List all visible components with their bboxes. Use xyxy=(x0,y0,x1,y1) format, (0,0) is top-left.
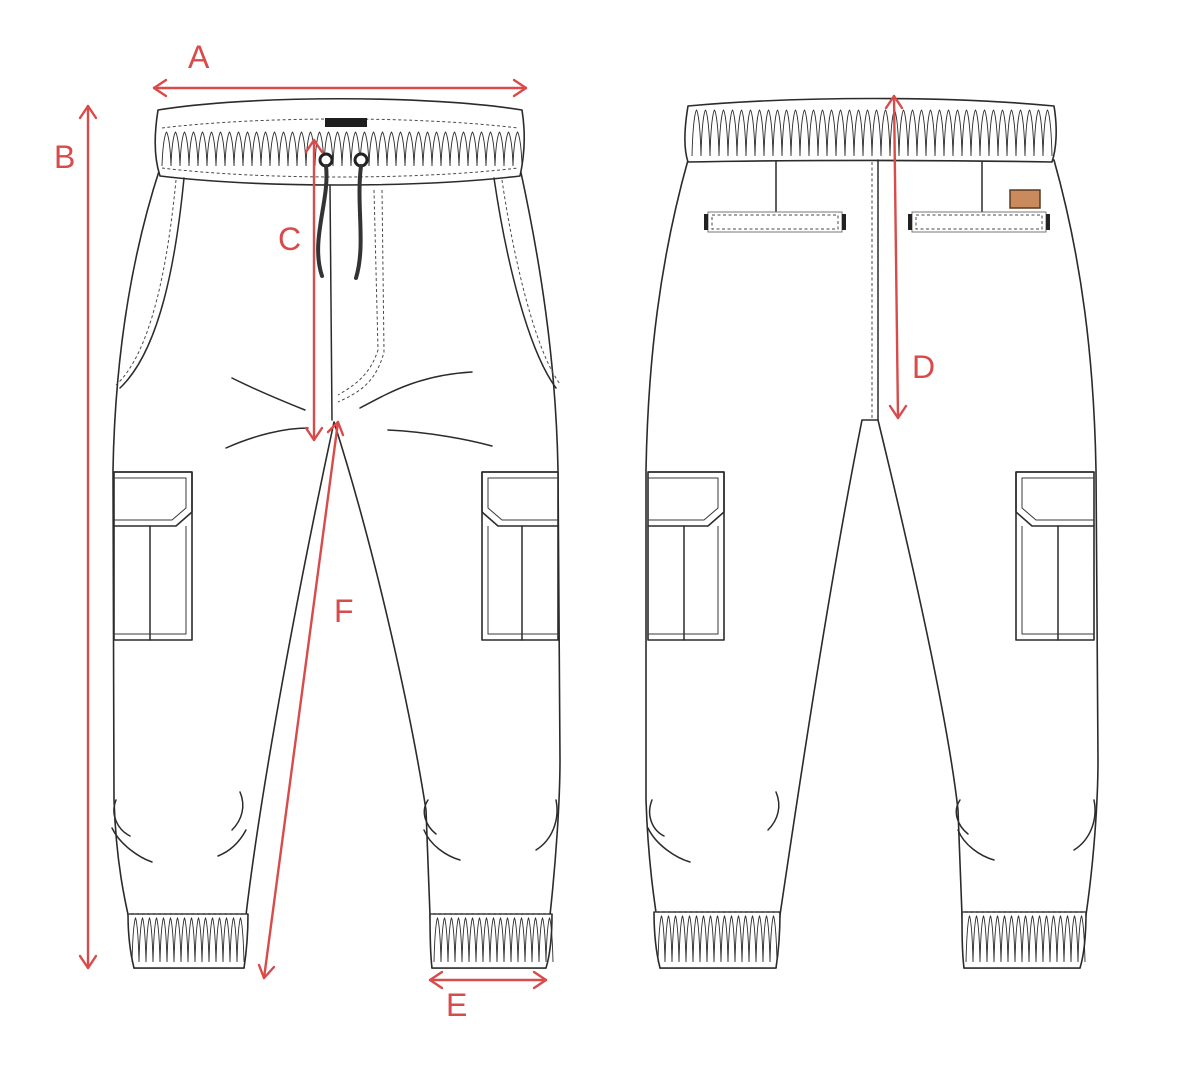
back-right-cargo-pocket xyxy=(1015,471,1095,641)
dimension-label-f: F xyxy=(334,593,354,629)
dimension-b: B xyxy=(54,104,98,970)
front-right-pocket xyxy=(493,177,557,389)
dimension-label-d: D xyxy=(912,349,935,385)
front-waistband-gathers xyxy=(161,131,523,167)
dimension-d: D xyxy=(884,94,935,420)
back-left-welt-pocket xyxy=(704,211,846,233)
dimension-label-b: B xyxy=(54,139,75,175)
drawstring-cord-right xyxy=(354,164,363,280)
back-view xyxy=(645,97,1099,969)
front-fly xyxy=(329,185,333,421)
back-legs-outline xyxy=(645,159,1099,969)
front-right-cuff-gathers xyxy=(433,917,554,963)
dimension-label-a: A xyxy=(188,39,210,75)
front-right-cargo-pocket xyxy=(481,471,559,641)
drawstring-cord-left xyxy=(316,164,329,278)
back-right-welt-pocket xyxy=(908,211,1050,233)
dimension-c: C xyxy=(278,138,324,442)
back-right-cuff-gathers xyxy=(965,915,1086,963)
dimension-a: A xyxy=(152,39,528,98)
front-left-pocket xyxy=(119,177,185,389)
dimension-label-e: E xyxy=(446,987,467,1023)
dimension-label-c: C xyxy=(278,221,301,257)
brand-label-patch xyxy=(1009,189,1041,209)
brand-tag xyxy=(325,118,367,127)
dimension-f: F xyxy=(257,420,354,980)
front-view xyxy=(111,97,561,969)
dimension-e: E xyxy=(428,970,548,1023)
front-legs-outline xyxy=(112,167,561,969)
front-left-cuff-gathers xyxy=(131,917,245,963)
back-left-cargo-pocket xyxy=(647,471,725,641)
dimension-annotations: A B C D E xyxy=(54,39,935,1023)
back-left-cuff-gathers xyxy=(657,915,778,963)
front-left-cargo-pocket xyxy=(113,471,193,641)
